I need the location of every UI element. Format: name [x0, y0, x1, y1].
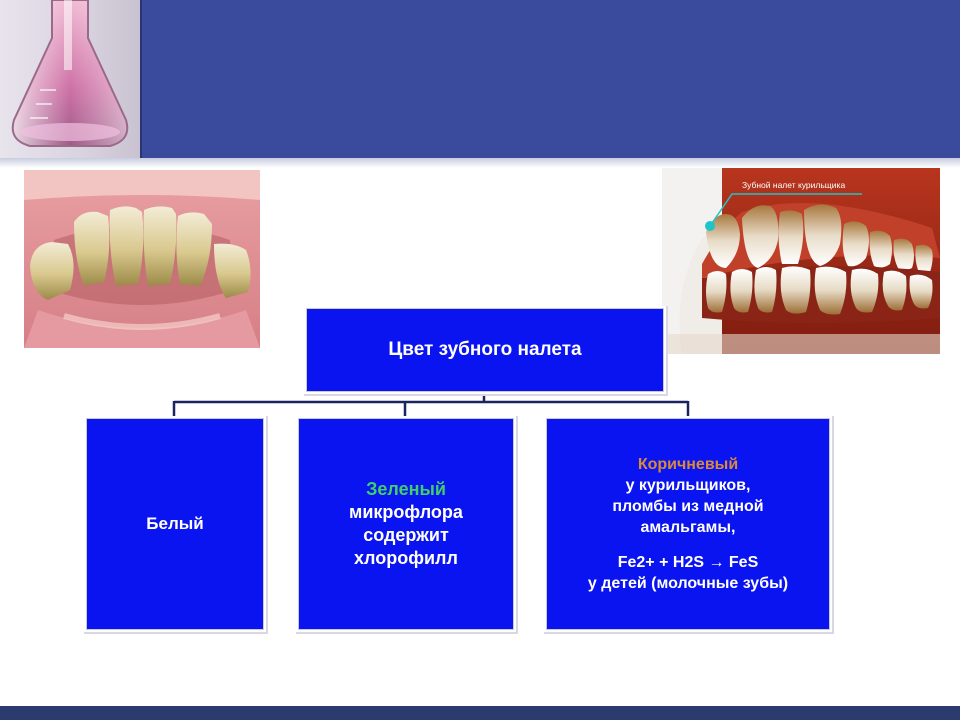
node-brown-line: пломбы из медной — [612, 498, 764, 515]
footer-band — [0, 706, 960, 720]
node-brown-line: амальгамы, — [640, 519, 736, 536]
teeth-plaque-photo — [24, 170, 260, 348]
node-green-line: содержит — [363, 525, 449, 545]
node-brown: Коричневый у курильщиков, пломбы из медн… — [546, 418, 830, 630]
flask-image — [0, 0, 142, 158]
node-white-label: Белый — [146, 514, 204, 533]
node-brown-title: Коричневый — [637, 456, 739, 473]
header-shadow — [0, 158, 960, 168]
node-white: Белый — [86, 418, 264, 630]
smoker-teeth-illustration: Зубной налет курильщика — [662, 168, 940, 354]
node-green: Зеленый микрофлора содержит хлорофилл — [298, 418, 514, 630]
header-band — [0, 0, 960, 160]
node-brown-line: у курильщиков, — [625, 477, 751, 494]
root-node: Цвет зубного налета — [306, 308, 664, 392]
smoker-teeth-caption: Зубной налет курильщика — [742, 180, 845, 190]
node-green-line: микрофлора — [349, 502, 463, 522]
node-brown-extra: у детей (молочные зубы) — [587, 575, 789, 592]
root-node-label: Цвет зубного налета — [388, 339, 582, 360]
node-brown-formula: Fe2+ + H2S → FeS — [617, 554, 759, 571]
node-green-line: хлорофилл — [354, 548, 458, 568]
node-green-title: Зеленый — [366, 479, 446, 499]
